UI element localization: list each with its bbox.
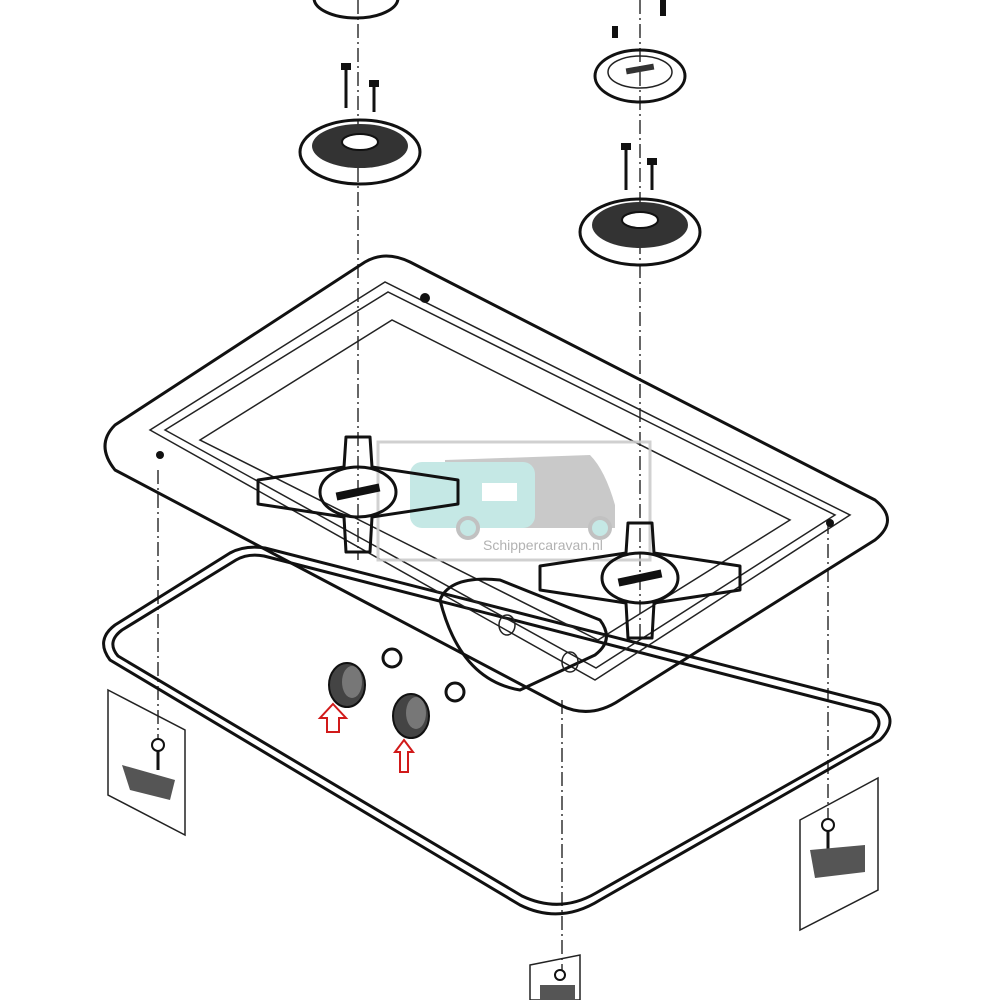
screws-right bbox=[621, 143, 657, 190]
watermark-text: Schippercaravan.nl bbox=[483, 537, 603, 553]
screws-right-top bbox=[612, 0, 666, 38]
hob-tray bbox=[103, 254, 889, 713]
burner-cap-large-left bbox=[298, 118, 422, 186]
pan-support-right bbox=[538, 521, 742, 640]
screws-left bbox=[341, 63, 379, 112]
control-knob-right bbox=[392, 693, 430, 739]
pan-support-left bbox=[256, 435, 460, 554]
nut-right bbox=[444, 681, 466, 703]
burner-cap-large-right bbox=[578, 197, 702, 267]
watermark-logo: Schippercaravan.nl bbox=[376, 440, 652, 562]
burner-cap-small-right bbox=[593, 48, 687, 104]
red-arrow-up-icon bbox=[317, 702, 349, 733]
control-knob-left bbox=[328, 662, 366, 708]
mounting-clamp-left bbox=[107, 688, 186, 837]
nut-left bbox=[381, 647, 403, 669]
mounting-clamp-bottom bbox=[529, 954, 581, 1000]
burner-cap-top-left bbox=[312, 0, 400, 20]
red-arrow-up-icon bbox=[393, 738, 415, 773]
mounting-clamp-right bbox=[799, 776, 879, 932]
gasket bbox=[102, 545, 892, 916]
